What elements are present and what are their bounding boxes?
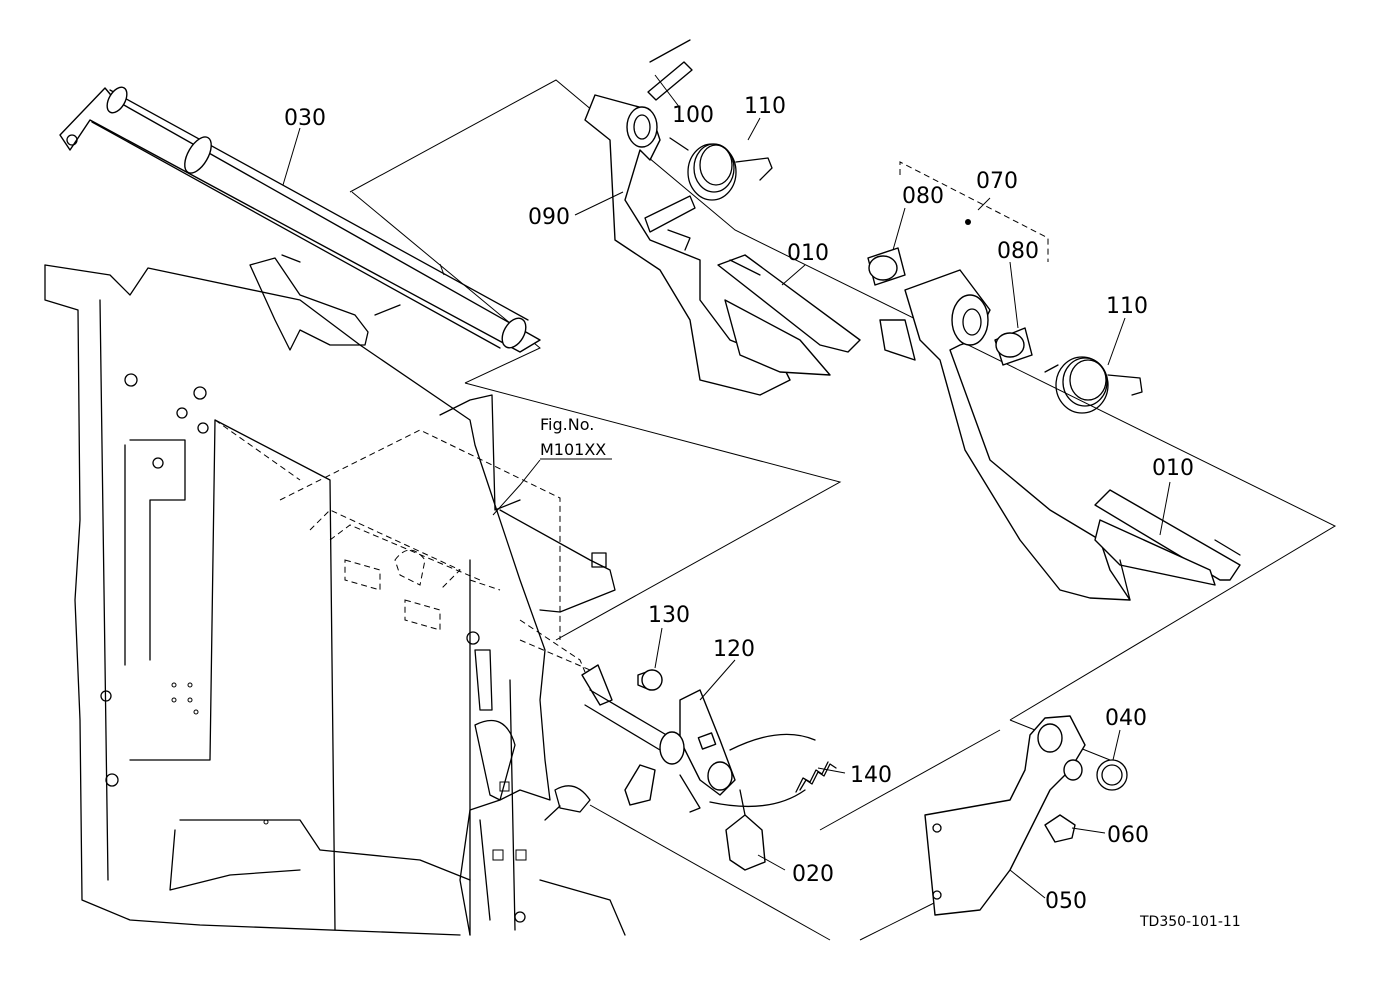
pedal-arm-070 — [879, 161, 1131, 601]
label-050: 050 — [1045, 889, 1087, 914]
spring-110-b — [1044, 356, 1143, 414]
part-labels: 030 100 110 090 080 070 010 080 110 010 … — [284, 94, 1194, 914]
label-010-b: 010 — [1152, 456, 1194, 481]
linkage-120 — [581, 664, 736, 813]
pedal-pad-010-a — [717, 254, 861, 376]
chassis-frame — [44, 254, 626, 936]
guide-frames — [349, 79, 1337, 941]
label-040: 040 — [1105, 706, 1147, 731]
figure-reference: Fig.No. M101XX — [540, 415, 612, 460]
label-010-a: 010 — [787, 241, 829, 266]
label-140: 140 — [850, 763, 892, 788]
figure-ref-line2: M101XX — [540, 440, 606, 459]
label-090: 090 — [528, 205, 570, 230]
label-030: 030 — [284, 106, 326, 131]
pad-020 — [725, 789, 766, 871]
figure-ref-line1: Fig.No. — [540, 415, 594, 434]
label-080-a: 080 — [902, 184, 944, 209]
label-020: 020 — [792, 862, 834, 887]
label-120: 120 — [713, 637, 755, 662]
label-110-b: 110 — [1106, 294, 1148, 319]
label-130: 130 — [648, 603, 690, 628]
leader-lines — [282, 74, 1171, 899]
bushing-080-a — [867, 247, 906, 286]
fitting-060 — [1044, 814, 1076, 843]
drawing-code: TD350-101-11 — [1139, 914, 1241, 930]
spring-140 — [709, 733, 837, 808]
label-060: 060 — [1107, 823, 1149, 848]
label-110-a: 110 — [744, 94, 786, 119]
bushing-080-b — [994, 327, 1033, 366]
bracket-050 — [924, 715, 1086, 916]
snap-ring-040 — [1096, 759, 1128, 791]
label-080-b: 080 — [997, 239, 1039, 264]
bolt-130 — [637, 669, 663, 691]
shaft-030 — [59, 86, 541, 353]
spring-110-a — [669, 137, 773, 201]
pedal-pad-010-b — [1094, 489, 1241, 601]
label-100: 100 — [672, 103, 714, 128]
label-070: 070 — [976, 169, 1018, 194]
